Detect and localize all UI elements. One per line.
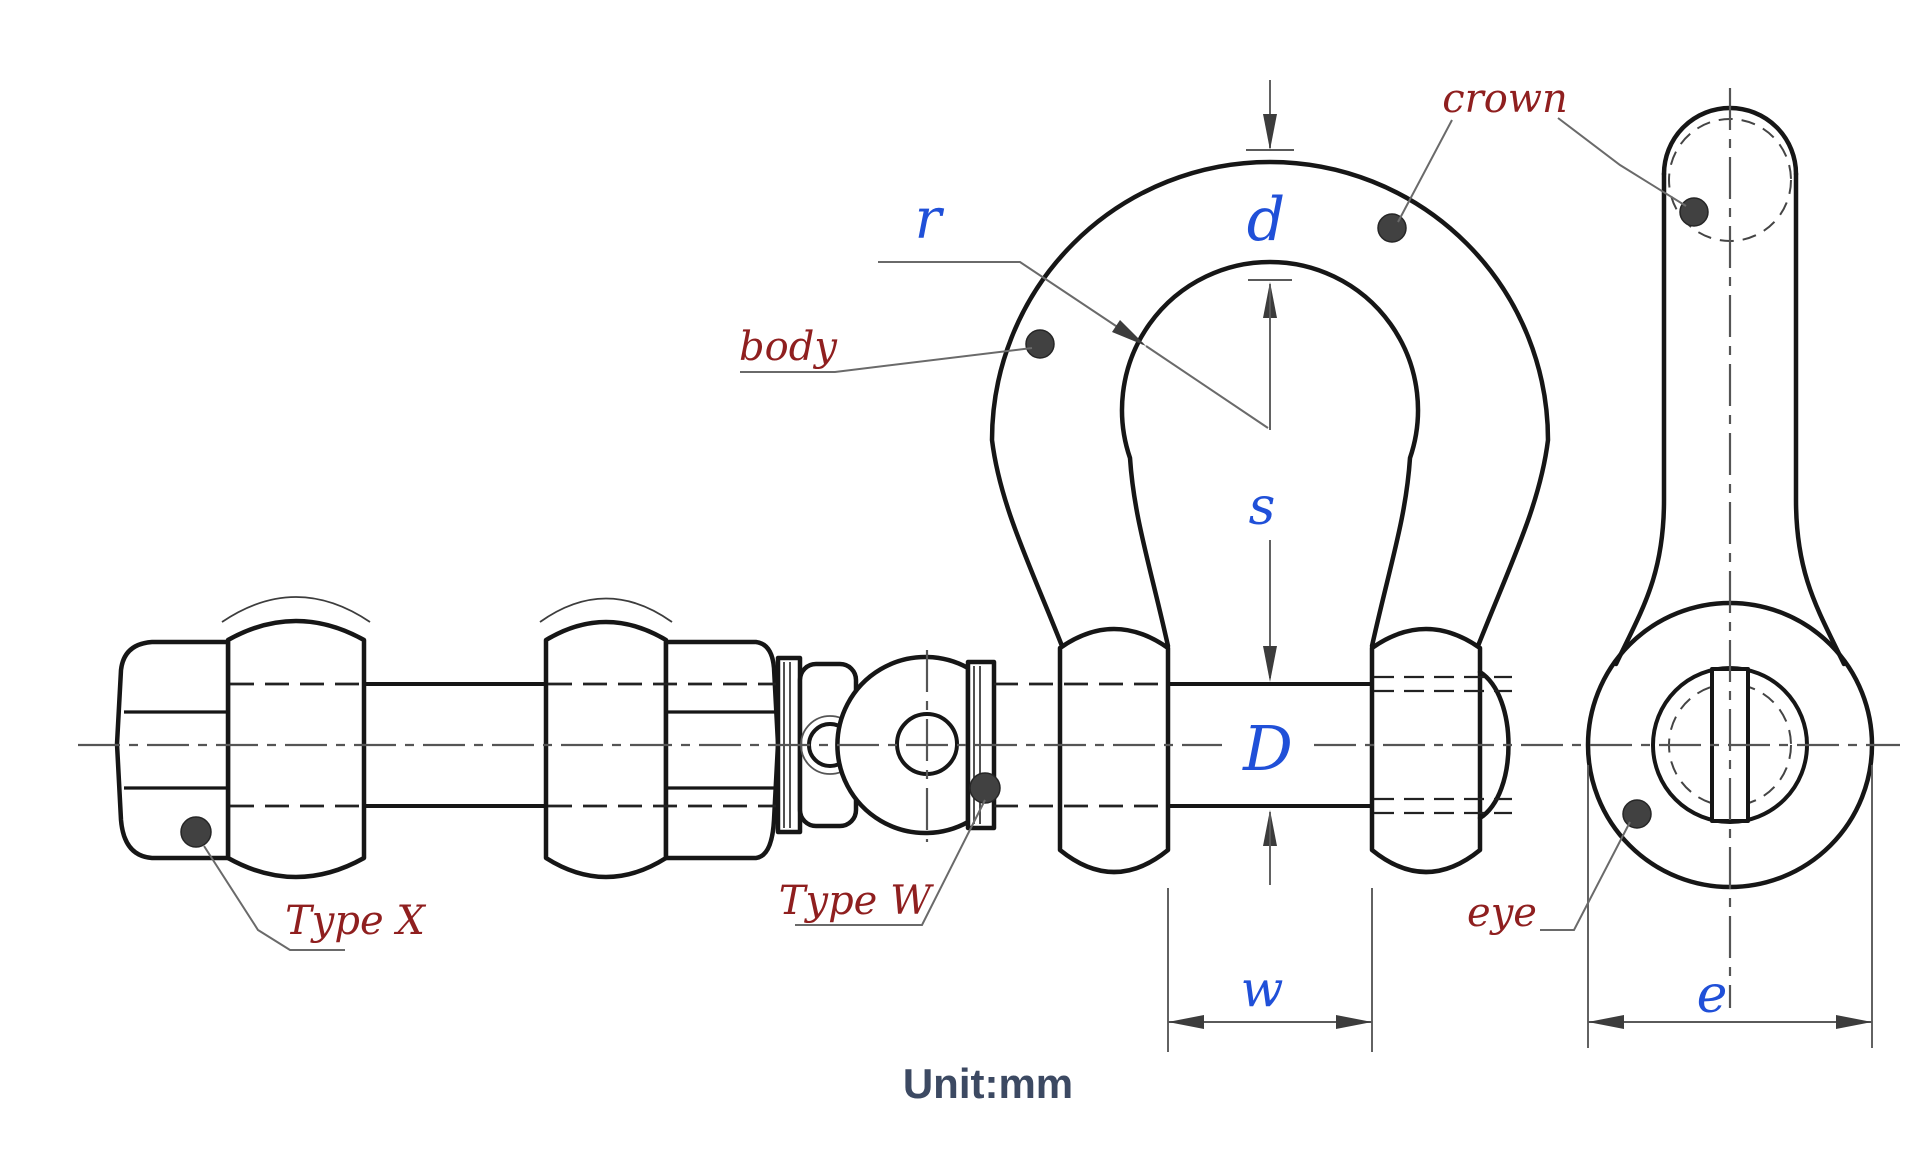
d-arrow-down-icon xyxy=(1263,114,1277,150)
dim-s-label: s xyxy=(1249,477,1276,537)
eye-leader-dot-icon xyxy=(1622,799,1652,829)
type-x-leader-dot-icon xyxy=(180,816,212,848)
side-view xyxy=(1585,105,1875,890)
dim-r-label: r xyxy=(915,187,945,252)
type-w-label: Type W xyxy=(779,878,934,924)
s-arrow-down-icon xyxy=(1263,646,1277,682)
bolt-assembly-view xyxy=(114,596,860,880)
right-lug xyxy=(543,619,669,880)
body-label: body xyxy=(739,324,838,370)
crown-leader-side xyxy=(1557,117,1687,207)
type-x-leader xyxy=(203,845,345,951)
type-w-leader xyxy=(795,799,986,926)
shackle-bow-body xyxy=(989,159,1551,649)
type-x-label: Type X xyxy=(285,898,426,944)
crown-leader-front xyxy=(1397,119,1453,223)
dimensions: d r s D w e xyxy=(878,80,1873,1052)
hex-nut xyxy=(114,639,231,861)
lug-silhouette-arc xyxy=(221,596,371,623)
w-arrow-left-icon xyxy=(1168,1015,1204,1029)
part-labels: crown body Type X Type W eye xyxy=(180,76,1709,951)
crown-leader-dot-icon xyxy=(1377,213,1407,243)
front-right-lug xyxy=(1369,626,1483,875)
bolt-hex-head xyxy=(663,639,781,861)
w-arrow-right-icon xyxy=(1336,1015,1372,1029)
dim-e-label: e xyxy=(1697,965,1728,1025)
left-lug xyxy=(225,618,367,880)
arm-right-edge xyxy=(1793,171,1847,667)
eye-label: eye xyxy=(1467,890,1537,936)
crown-label: crown xyxy=(1442,76,1568,122)
dim-D-label: D xyxy=(1242,712,1293,785)
front-view xyxy=(835,159,1551,875)
front-left-lug xyxy=(1057,626,1171,875)
unit-note: Unit:mm xyxy=(903,1060,1073,1107)
body-leader xyxy=(740,347,1033,373)
arm-left-edge xyxy=(1613,171,1667,667)
dim-w-label: w xyxy=(1241,960,1284,1018)
dim-d-label: d xyxy=(1247,185,1285,255)
e-arrow-right-icon xyxy=(1836,1015,1872,1029)
r-leader xyxy=(878,261,1144,345)
r-leader-tail xyxy=(1145,345,1269,429)
r-arrowhead-icon xyxy=(1112,320,1146,346)
crown-leader-dot-icon xyxy=(1679,197,1709,227)
body-leader-dot-icon xyxy=(1025,329,1055,359)
e-arrow-left-icon xyxy=(1588,1015,1624,1029)
lug-silhouette-arc xyxy=(539,597,673,623)
type-w-leader-dot-icon xyxy=(969,772,1001,804)
eye-leader xyxy=(1540,821,1631,931)
centerlines xyxy=(78,88,1900,1008)
